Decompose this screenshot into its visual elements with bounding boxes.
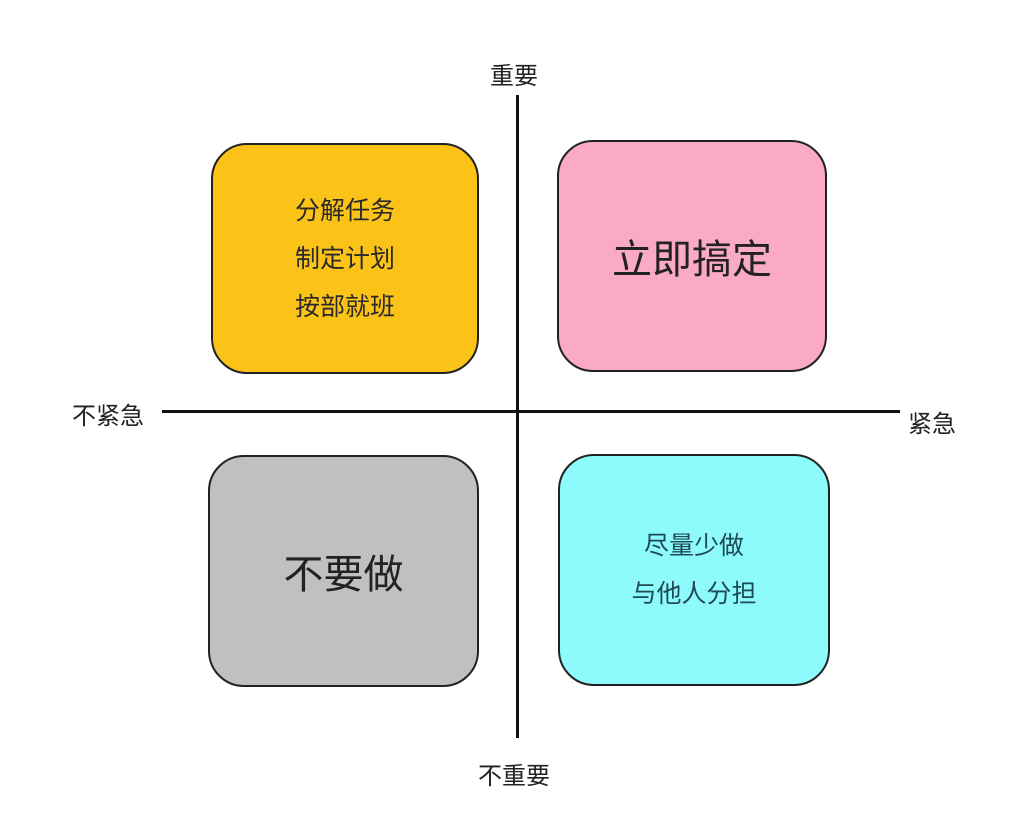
axis-label-not-urgent: 不紧急 [72, 402, 144, 430]
quadrant-not-important-not-urgent: 不要做 [208, 455, 479, 687]
quadrant-text-line: 分解任务 [294, 195, 395, 225]
quadrant-important-urgent: 立即搞定 [557, 140, 827, 372]
vertical-axis [516, 95, 519, 738]
quadrant-important-not-urgent: 分解任务 制定计划 按部就班 [211, 143, 479, 374]
axis-label-not-important: 不重要 [478, 762, 550, 790]
axis-label-important: 重要 [490, 62, 538, 90]
quadrant-text-line: 按部就班 [294, 291, 395, 321]
horizontal-axis [162, 410, 900, 413]
quadrant-text-line: 尽量少做 [643, 531, 744, 560]
quadrant-text: 立即搞定 [612, 237, 772, 283]
quadrant-text: 不要做 [283, 552, 404, 598]
quadrant-not-important-urgent: 尽量少做 与他人分担 [558, 454, 830, 686]
quadrant-text-line: 与他人分担 [631, 579, 757, 608]
axis-label-urgent: 紧急 [908, 410, 956, 438]
quadrant-text-line: 制定计划 [294, 243, 395, 273]
